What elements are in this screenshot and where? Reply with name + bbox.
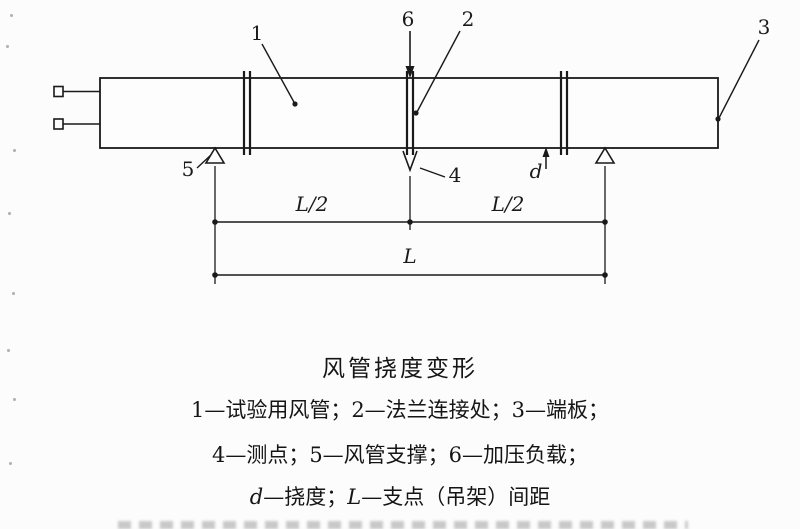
- scan-speck: [10, 14, 13, 17]
- callout-3-leader: [718, 39, 760, 119]
- callout-2-leader: [416, 30, 461, 113]
- callout-3-dot: [715, 116, 721, 122]
- deflection-diagram: 1 6 2 3 4 5 d: [53, 7, 771, 284]
- callout-1-label: 1: [251, 21, 264, 45]
- scan-speck: [13, 149, 16, 152]
- figure-title: 风管挠度变形: [322, 356, 478, 382]
- legend-line-2: 4—测点；5—风管支撑；6—加压负载；: [211, 443, 589, 467]
- callout-2-label: 2: [462, 7, 475, 31]
- scan-speck: [8, 212, 11, 215]
- dim-label-half-right: L/2: [491, 192, 525, 216]
- scan-speck: [7, 349, 10, 352]
- legend-L-symbol: L: [347, 485, 362, 509]
- callout-3-label: 3: [758, 15, 771, 39]
- cutoff-text-remnant: [118, 521, 688, 529]
- scan-speck: [12, 292, 15, 295]
- legend-d-symbol: d: [249, 485, 264, 509]
- legend-L-text: —支点（吊架）间距: [361, 485, 551, 509]
- callout-1-dot: [292, 101, 298, 107]
- callout-6-label: 6: [402, 7, 415, 31]
- load-arrow-head: [405, 66, 415, 78]
- legend-line-1: 1—试验用风管；2—法兰连接处；3—端板；: [190, 398, 610, 422]
- legend-line-3: d—挠度；L—支点（吊架）间距: [0, 481, 800, 511]
- legend-d-text: —挠度；: [263, 485, 348, 509]
- dim-label-half-left: L/2: [295, 192, 329, 216]
- measure-point-mark: [402, 150, 418, 173]
- flange-right: [559, 71, 569, 155]
- support-triangle-left: [204, 146, 226, 164]
- callout-1-leader: [261, 43, 296, 105]
- callout-2-dot: [413, 110, 419, 116]
- dim-label-total: L: [402, 244, 416, 268]
- deflection-arrow-head: [542, 147, 550, 157]
- support-triangle-right: [594, 146, 616, 164]
- left-hook-bottom: [53, 118, 100, 130]
- flange-center: [405, 71, 415, 155]
- duct-body: [99, 77, 719, 149]
- dim-dot: [602, 272, 608, 278]
- scan-speck: [13, 398, 16, 401]
- flange-left: [242, 71, 252, 155]
- scan-speck: [6, 45, 9, 48]
- dim-dot: [407, 219, 413, 225]
- dim-dot: [602, 219, 608, 225]
- dim-dot: [212, 272, 218, 278]
- callout-4-leader: [419, 167, 446, 178]
- scan-speck: [9, 462, 12, 465]
- callout-5-label: 5: [182, 157, 195, 181]
- callout-4-label: 4: [449, 163, 462, 187]
- deflection-label: d: [530, 159, 543, 183]
- dim-dot: [212, 219, 218, 225]
- left-hook-top: [53, 85, 100, 98]
